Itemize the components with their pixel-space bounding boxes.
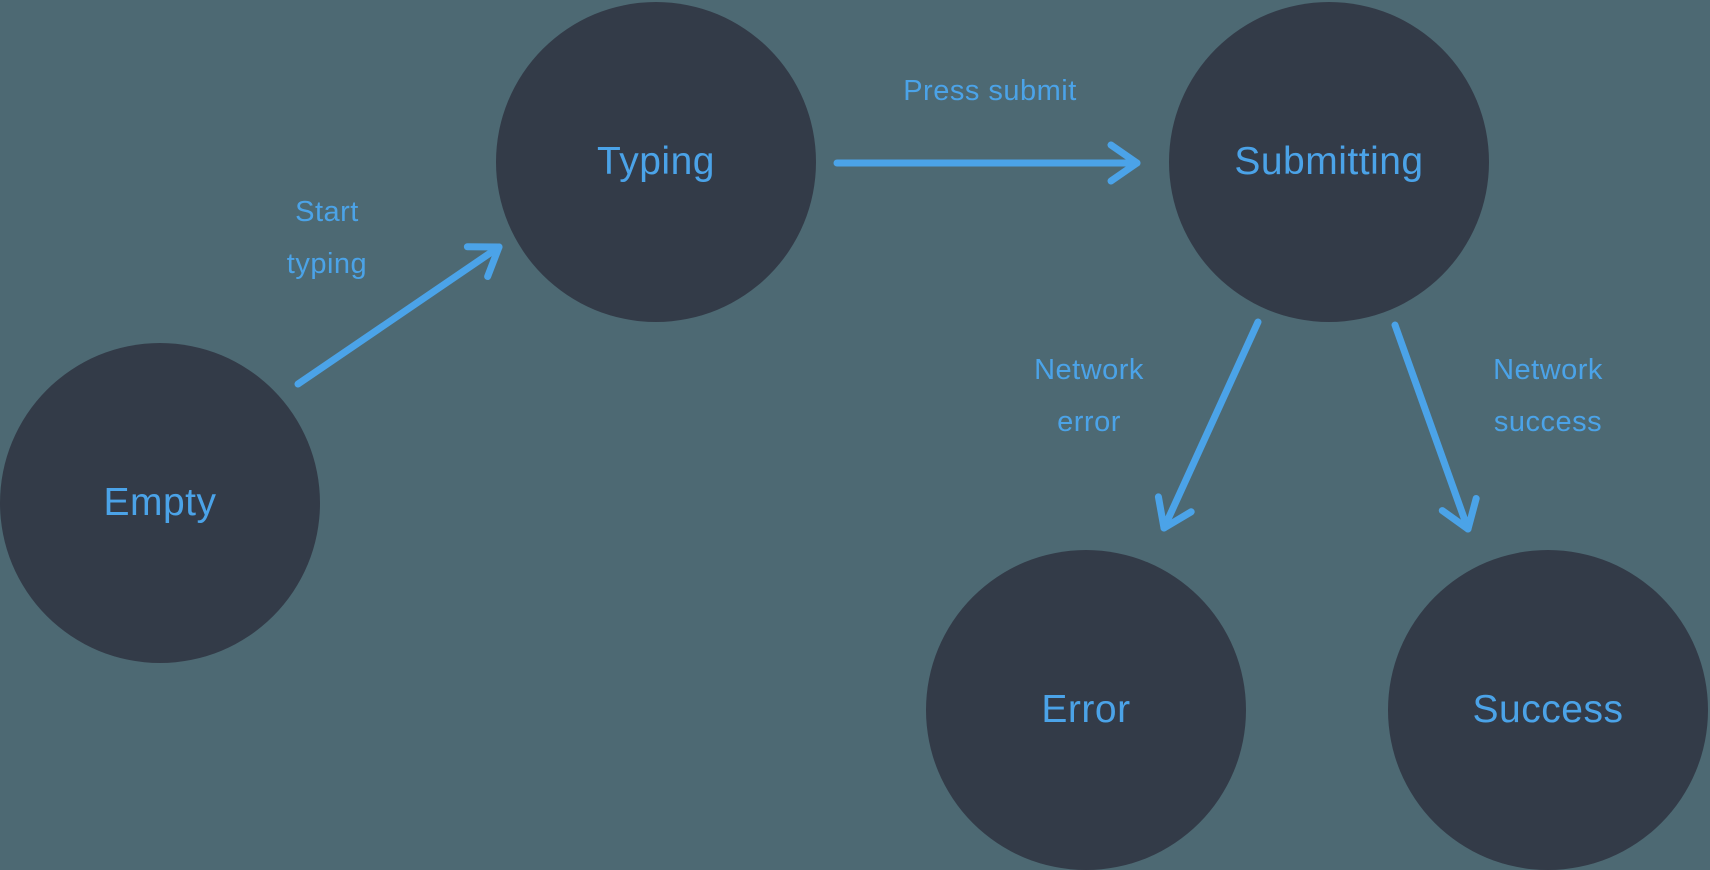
edge-label-network-error-line2: error <box>1057 406 1121 438</box>
state-node-empty: Empty <box>0 343 320 663</box>
state-node-submitting: Submitting <box>1169 2 1489 322</box>
edge-label-network-success-line1: Network <box>1493 354 1603 386</box>
state-node-error: Error <box>926 550 1246 870</box>
state-node-success: Success <box>1388 550 1708 870</box>
state-node-typing: Typing <box>496 2 816 322</box>
edge-arrow-network-error <box>1154 318 1262 532</box>
edge-label-network-error: Network error <box>949 344 1229 448</box>
edge-label-press-submit-line1: Press submit <box>903 75 1077 107</box>
edge-label-start-typing: Start typing <box>187 186 467 290</box>
state-node-empty-label: Empty <box>103 481 217 524</box>
state-node-typing-label: Typing <box>597 140 715 183</box>
state-node-submitting-label: Submitting <box>1234 140 1424 183</box>
edge-arrow-network-success <box>1391 321 1480 533</box>
state-node-error-label: Error <box>1041 688 1131 731</box>
edge-label-network-success-line2: success <box>1493 406 1603 438</box>
edge-label-start-typing-line1: Start <box>295 196 359 228</box>
edge-label-press-submit: Press submit <box>840 65 1140 117</box>
state-node-success-label: Success <box>1472 688 1624 731</box>
edge-label-network-success: Network success <box>1408 344 1688 448</box>
edge-label-start-typing-line2: typing <box>286 248 368 280</box>
edge-label-network-error-line1: Network <box>1034 354 1144 386</box>
edge-arrow-start-typing <box>294 243 503 388</box>
